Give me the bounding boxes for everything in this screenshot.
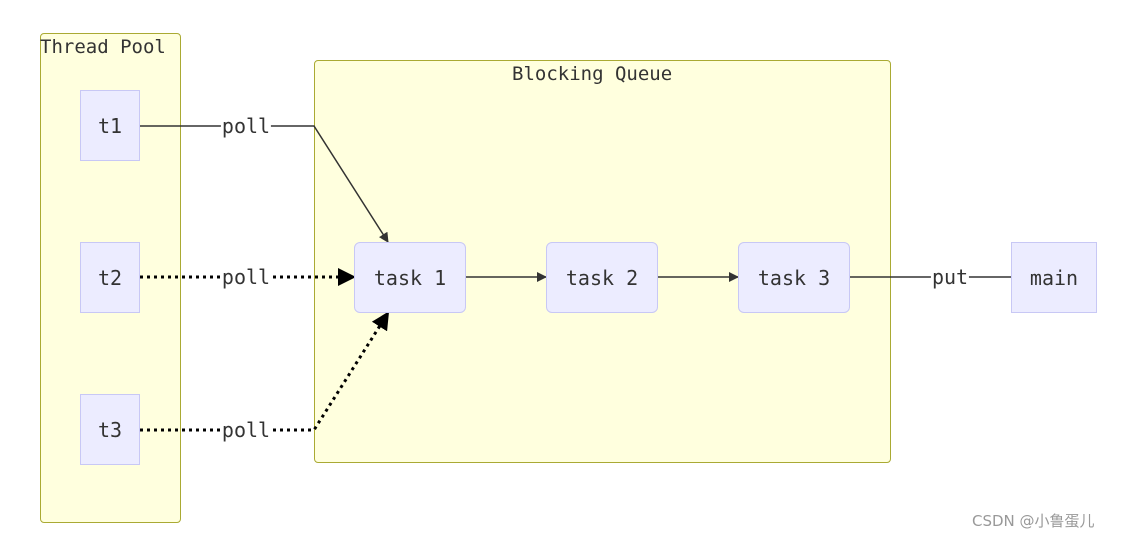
- edge-label-put: put: [930, 265, 970, 289]
- node-main: main: [1011, 242, 1097, 313]
- edge-label-t3-poll: poll: [220, 418, 272, 442]
- node-task1: task 1: [354, 242, 466, 313]
- edge-t3-task1: [140, 311, 390, 432]
- edge-t1-task1: [140, 125, 389, 243]
- csdn-watermark: CSDN @小鲁蛋儿: [972, 512, 1095, 530]
- edge-label-t2-poll: poll: [220, 265, 272, 289]
- node-task2: task 2: [546, 242, 658, 313]
- node-t2: t2: [80, 242, 140, 313]
- node-t3: t3: [80, 394, 140, 465]
- blocking-queue-title: Blocking Queue: [512, 63, 673, 85]
- node-task3: task 3: [738, 242, 850, 313]
- thread-pool-title: Thread Pool: [40, 36, 166, 58]
- edge-label-t1-poll: poll: [220, 114, 272, 138]
- node-t1: t1: [80, 90, 140, 161]
